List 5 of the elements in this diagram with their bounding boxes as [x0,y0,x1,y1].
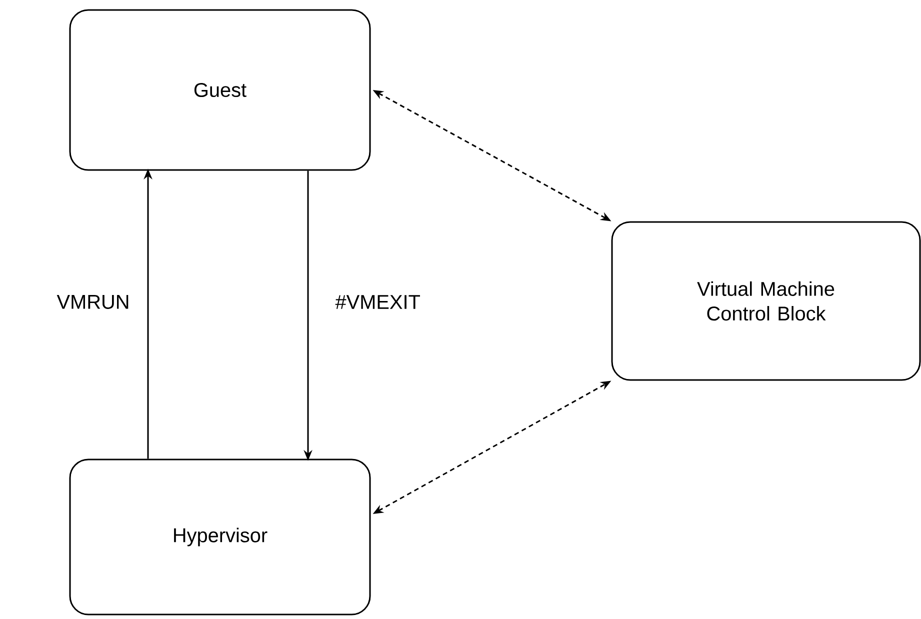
process-box: Hypervisor [69,458,371,616]
process-box: Virtual Machine Control Block [611,221,921,381]
edge-label: #VMEXIT [335,295,420,309]
edge-label: VMRUN [56,295,128,309]
process-box: Guest [69,9,371,171]
